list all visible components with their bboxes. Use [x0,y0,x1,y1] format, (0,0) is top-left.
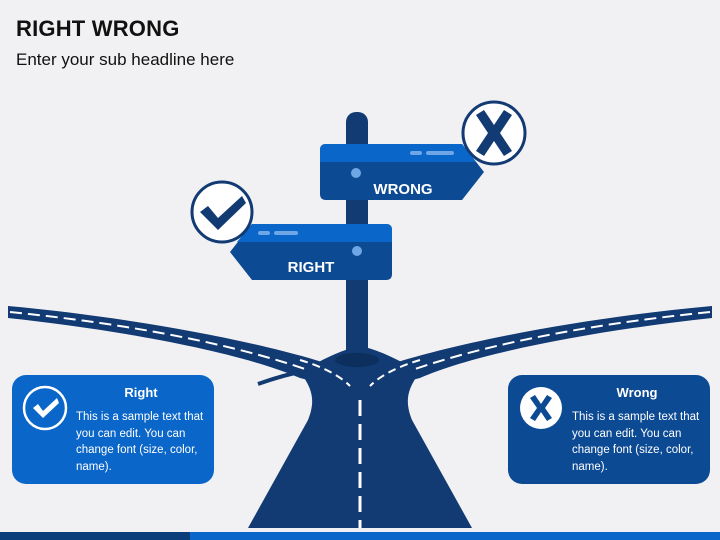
page-subtitle: Enter your sub headline here [16,50,235,69]
wrong-card-title: Wrong [616,385,658,400]
cross-icon [461,100,527,166]
right-card-title: Right [124,385,158,400]
check-icon [22,385,68,431]
right-card-body: This is a sample text that you can edit.… [76,411,204,473]
right-sign: RIGHT [230,224,392,280]
cross-icon [520,387,562,429]
right-sign-label: RIGHT [288,259,335,276]
page-title: RIGHT WRONG [16,16,180,41]
bottom-accent-bar-dark [0,532,190,540]
wrong-sign-label: WRONG [373,181,432,198]
junction-line-left [299,359,351,387]
check-icon [190,180,254,244]
signpost-base [335,353,379,367]
left-road-branch [8,306,355,392]
junction-line-right [369,359,421,387]
left-road-dashes [9,311,336,381]
wrong-card-body: This is a sample text that you can edit.… [572,411,700,473]
right-road-dashes [384,311,711,381]
right-info-card: Right This is a sample text that you can… [12,375,214,484]
road-curb-left [257,370,301,386]
wrong-info-card: Wrong This is a sample text that you can… [508,375,710,484]
bottom-accent-bar-light [190,532,720,540]
wrong-sign: WRONG [320,144,484,200]
right-road-branch [365,306,712,392]
